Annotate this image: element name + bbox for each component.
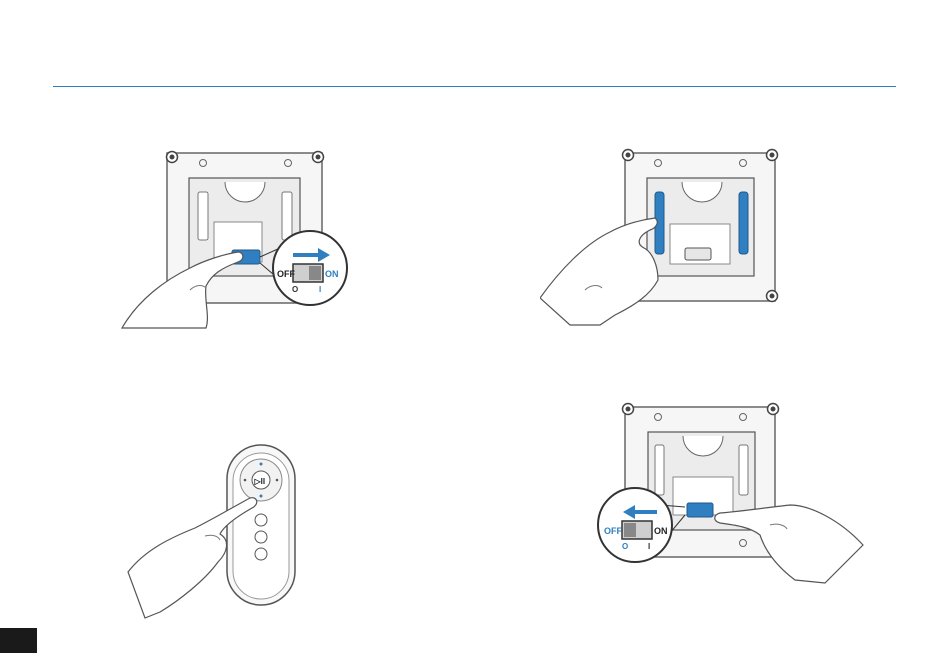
illustration-switch-off: OFF ON O I (595, 395, 865, 585)
mode-button-1 (255, 514, 267, 526)
illustration-switch-on: OFF ON O I (110, 140, 360, 330)
mode-button-2 (255, 531, 267, 543)
remote-control: ▷II (227, 445, 295, 605)
on-label: ON (654, 526, 668, 536)
mode-button-3 (255, 548, 267, 560)
on-symbol: I (319, 285, 321, 294)
play-pause-icon: ▷II (254, 477, 266, 486)
illustration-remote: ▷II (120, 440, 320, 620)
off-label: OFF (604, 526, 622, 536)
header-divider-line (53, 86, 896, 87)
cleaning-pad-right (739, 192, 748, 254)
page-tab-marker (0, 628, 37, 653)
illustration-wipe-pads (540, 140, 790, 330)
wiping-hand-icon (540, 218, 658, 325)
on-label: ON (325, 269, 339, 279)
off-label: OFF (277, 269, 295, 279)
off-symbol: O (622, 542, 628, 551)
on-symbol: I (648, 542, 650, 551)
off-symbol: O (292, 285, 298, 294)
